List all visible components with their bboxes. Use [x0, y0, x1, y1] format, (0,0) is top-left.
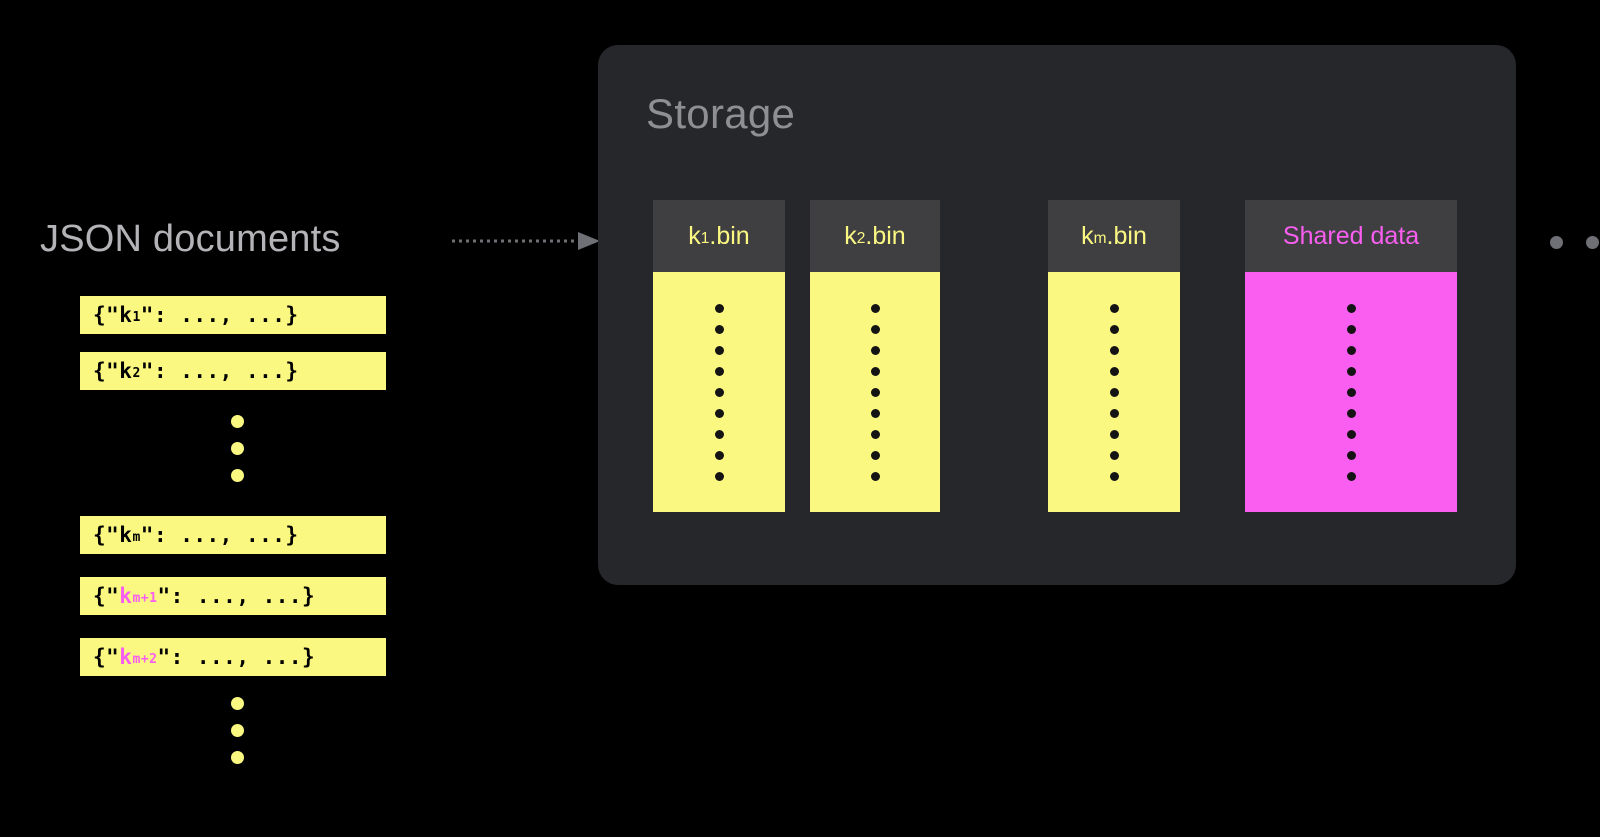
doc-suffix: ": ..., ...}: [157, 584, 316, 608]
documents-vertical-ellipsis-lower: [231, 697, 244, 764]
bin-label: Shared data: [1282, 221, 1420, 250]
ellipsis-dot: [231, 697, 244, 710]
storage-bins-horizontal-ellipsis: [1550, 236, 1600, 249]
ellipsis-dot: [231, 724, 244, 737]
record-dot: [1109, 450, 1119, 460]
doc-prefix: {": [93, 584, 120, 608]
record-dot: [714, 450, 724, 460]
ellipsis-dot: [231, 469, 244, 482]
bin-label-subscript: 1: [700, 230, 710, 248]
record-dot: [870, 450, 880, 460]
record-dot: [1346, 450, 1356, 460]
record-dot: [714, 366, 724, 376]
doc-prefix: {": [93, 359, 120, 383]
record-dot: [1346, 366, 1356, 376]
ellipsis-dot: [231, 751, 244, 764]
doc-suffix: ": ..., ...}: [140, 303, 299, 327]
doc-suffix: ": ..., ...}: [140, 359, 299, 383]
doc-key-subscript: m+2: [132, 652, 158, 668]
doc-key: k: [119, 303, 133, 327]
doc-key-subscript: m: [132, 530, 141, 546]
bin-label-suffix: .bin: [709, 221, 750, 250]
doc-key-subscript: m+1: [132, 591, 158, 607]
record-dot: [1346, 303, 1356, 313]
storage-bin-k2-body: [810, 272, 940, 512]
bin-label-subscript: m: [1093, 230, 1107, 248]
record-dot: [1346, 429, 1356, 439]
record-dot: [1109, 345, 1119, 355]
bin-label-subscript: 2: [856, 230, 866, 248]
record-dot: [714, 429, 724, 439]
bin-label-suffix: .bin: [865, 221, 906, 250]
record-dot: [870, 366, 880, 376]
doc-prefix: {": [93, 303, 120, 327]
bin-label-suffix: .bin: [1106, 221, 1147, 250]
record-dot: [714, 408, 724, 418]
record-dot: [1109, 387, 1119, 397]
doc-key: k: [119, 584, 133, 608]
ellipsis-dot: [1550, 236, 1563, 249]
record-dot: [1346, 345, 1356, 355]
storage-title: Storage: [646, 90, 796, 137]
bin-label: k: [844, 221, 857, 250]
record-dot: [714, 324, 724, 334]
bin-label: k: [688, 221, 701, 250]
doc-suffix: ": ..., ...}: [157, 645, 316, 669]
record-dot: [714, 387, 724, 397]
record-dot: [1109, 408, 1119, 418]
doc-prefix: {": [93, 523, 120, 547]
record-dot: [870, 471, 880, 481]
record-dot: [714, 303, 724, 313]
record-dot: [870, 303, 880, 313]
record-dot: [1109, 429, 1119, 439]
record-dot: [870, 324, 880, 334]
record-dot: [714, 345, 724, 355]
bin-label: k: [1081, 221, 1094, 250]
record-dot: [1346, 387, 1356, 397]
doc-key: k: [119, 645, 133, 669]
record-dot: [1109, 303, 1119, 313]
storage-bin-km-body: [1048, 272, 1180, 512]
storage-bin-k1-body: [653, 272, 785, 512]
record-dot: [1346, 471, 1356, 481]
doc-key-subscript: 2: [132, 366, 141, 382]
record-dot: [870, 429, 880, 439]
flow-arrow-icon: [452, 232, 600, 250]
doc-suffix: ": ..., ...}: [140, 523, 299, 547]
ellipsis-dot: [231, 415, 244, 428]
storage-bin-shared-data-body: [1245, 272, 1457, 512]
ellipsis-dot: [231, 442, 244, 455]
record-dot: [1346, 324, 1356, 334]
doc-prefix: {": [93, 645, 120, 669]
ellipsis-dot: [1586, 236, 1599, 249]
storage-bin-shared-data-header: Shared data: [1245, 200, 1457, 272]
record-dot: [1109, 366, 1119, 376]
documents-vertical-ellipsis-upper: [231, 415, 244, 482]
doc-key: k: [119, 359, 133, 383]
record-dot: [1109, 471, 1119, 481]
doc-key-subscript: 1: [132, 310, 141, 326]
json-documents-title: JSON documents: [40, 218, 341, 260]
record-dot: [1109, 324, 1119, 334]
doc-key: k: [119, 523, 133, 547]
record-dot: [870, 408, 880, 418]
record-dot: [870, 387, 880, 397]
record-dot: [714, 471, 724, 481]
storage-bin-shared-data[interactable]: Shared data: [1245, 200, 1457, 512]
record-dot: [1346, 408, 1356, 418]
record-dot: [870, 345, 880, 355]
